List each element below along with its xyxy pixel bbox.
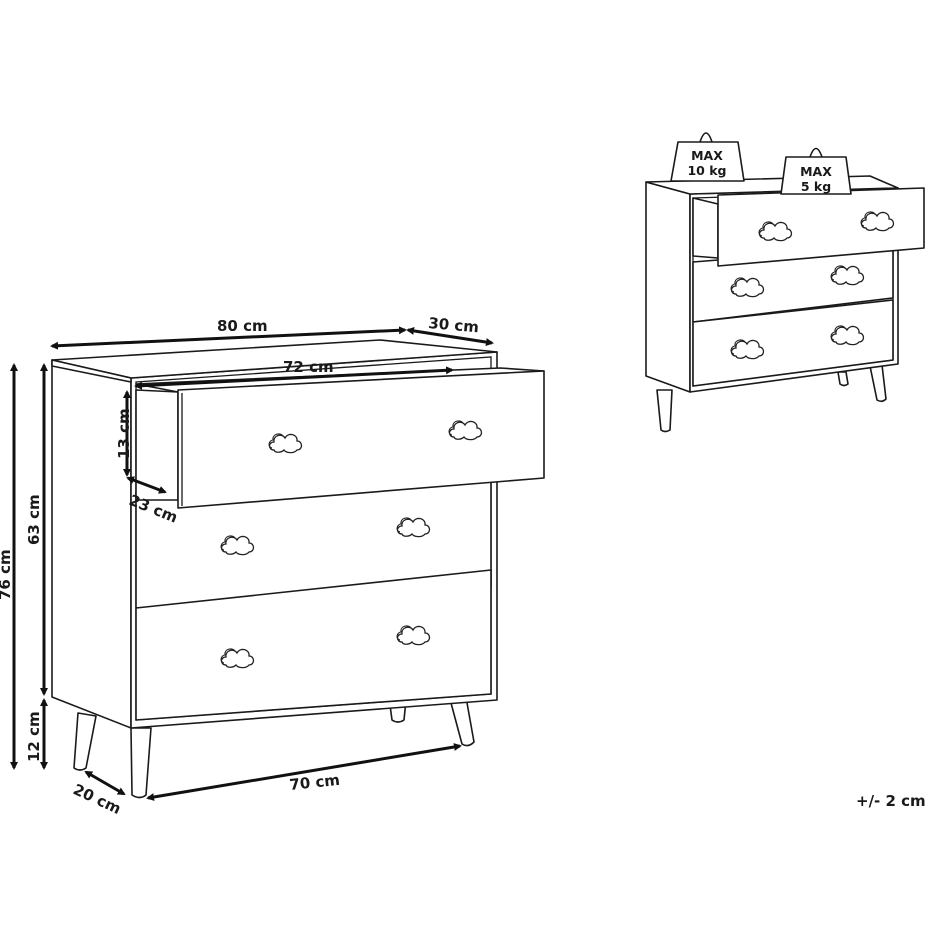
cloud-knob-icon [730,339,765,360]
tolerance-note: +/- 2 cm [856,792,926,810]
label-total-height: 76 cm [0,549,14,600]
svg-text:MAX: MAX [800,164,832,179]
cloud-knob-icon [268,433,303,454]
label-drawer-height: 13 cm [115,408,133,459]
cloud-knob-icon [758,221,793,242]
dimension-lines [10,326,494,801]
cloud-knob-icon [830,325,865,346]
label-drawer-inner-width: 72 cm [283,358,334,376]
cloud-knob-icon [860,211,895,232]
cloud-knob-icon [220,535,255,556]
svg-text:MAX: MAX [691,148,723,163]
svg-text:10 kg: 10 kg [687,163,726,178]
cloud-knob-icon [396,517,431,538]
cloud-knob-icon [448,420,483,441]
drawer-3 [135,569,492,721]
main-chest-drawing [51,339,545,799]
svg-text:5 kg: 5 kg [801,179,831,194]
cloud-knob-icon [830,265,865,286]
leg-left-front [130,727,152,799]
cloud-knob-icon [730,277,765,298]
leg-left-back [73,712,97,771]
weight-icon-drawer: MAX 5 kg [780,147,852,195]
cloud-knob-icon [220,648,255,669]
label-depth: 30 cm [428,314,480,336]
label-width: 80 cm [217,317,268,335]
cloud-knob-icon [396,625,431,646]
label-leg-height: 12 cm [25,711,43,762]
label-body-height: 63 cm [25,494,43,545]
label-leg-width-spacing: 70 cm [289,771,341,794]
label-leg-depth-spacing: 20 cm [70,780,123,818]
load-chest-drawing: MAX 10 kg MAX 5 kg [645,132,925,433]
weight-icon-top: MAX 10 kg [670,132,745,182]
